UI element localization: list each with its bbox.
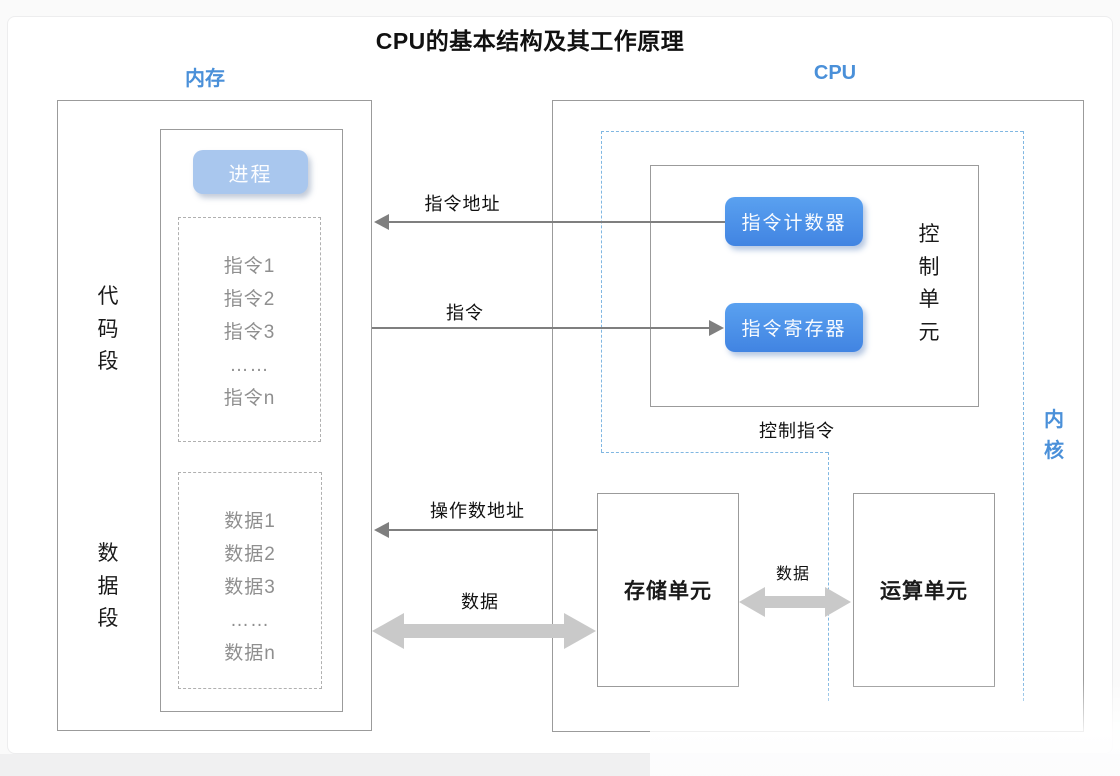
kernel-dashed-border-top (601, 131, 1023, 132)
memory-outer-box (57, 100, 372, 731)
arrowhead-right-icon (709, 320, 724, 336)
kernel-dashed-border-middle-horizontal (601, 452, 828, 453)
code-item: 指令3 (223, 322, 276, 343)
kernel-dashed-border-middle-vertical (828, 452, 829, 701)
arrow-line (387, 529, 597, 531)
data-label-memory-storage: 数据 (461, 592, 499, 612)
instruction-address-label: 指令地址 (424, 194, 501, 214)
data-segment-label: 数据段 (97, 542, 119, 630)
instruction-address-arrow (374, 214, 725, 230)
data-item: 数据2 (224, 544, 276, 565)
data-double-arrow-storage-alu (739, 587, 851, 617)
code-segment-box: 指令1 指令2 指令3 …… 指令n (178, 217, 321, 442)
diagram-title: CPU的基本结构及其工作原理 (375, 28, 685, 54)
kernel-dashed-border-right (1023, 131, 1024, 701)
double-arrow-shaft (398, 624, 570, 638)
double-arrowhead-right-icon (825, 587, 851, 617)
storage-unit-box: 存储单元 (597, 493, 739, 687)
double-arrowhead-right-icon (564, 613, 596, 649)
arrow-line (372, 327, 711, 329)
data-segment-box: 数据1 数据2 数据3 …… 数据n (178, 472, 322, 689)
data-label-storage-alu: 数据 (775, 566, 810, 583)
instruction-label: 指令 (446, 303, 484, 323)
bottom-strip (0, 754, 1120, 776)
operand-address-label: 操作数地址 (430, 501, 525, 521)
operand-address-arrow (374, 522, 597, 538)
instruction-arrow (372, 320, 724, 336)
arrowhead-left-icon (374, 522, 389, 538)
code-item: 指令n (223, 388, 276, 409)
double-arrow-shaft (760, 596, 830, 608)
kernel-label: 内核 (1044, 409, 1064, 462)
cpu-section-label: CPU (813, 62, 857, 84)
alu-unit-box: 运算单元 (853, 493, 995, 687)
code-item: 指令1 (223, 256, 276, 277)
process-box (160, 129, 343, 712)
instruction-counter-button: 指令计数器 (725, 197, 863, 246)
data-item: 数据n (224, 643, 276, 664)
storage-unit-label: 存储单元 (624, 580, 712, 603)
control-unit-label: 控制单元 (918, 223, 940, 344)
data-item: …… (230, 610, 270, 631)
arrowhead-left-icon (374, 214, 389, 230)
data-item: 数据3 (224, 577, 276, 598)
memory-section-label: 内存 (185, 68, 225, 90)
data-segment-items: 数据1 数据2 数据3 …… 数据n (179, 505, 321, 670)
kernel-dashed-border-left (601, 131, 602, 452)
code-segment-items: 指令1 指令2 指令3 …… 指令n (179, 250, 320, 415)
process-button: 进程 (193, 150, 308, 194)
code-item: 指令2 (223, 289, 276, 310)
data-item: 数据1 (224, 511, 276, 532)
instruction-register-button: 指令寄存器 (725, 303, 863, 352)
data-double-arrow-memory-storage (372, 613, 596, 649)
code-segment-label: 代码段 (97, 285, 119, 373)
arrow-line (387, 221, 725, 223)
control-instruction-label: 控制指令 (759, 421, 835, 441)
alu-unit-label: 运算单元 (880, 580, 968, 603)
code-item: …… (229, 355, 270, 376)
